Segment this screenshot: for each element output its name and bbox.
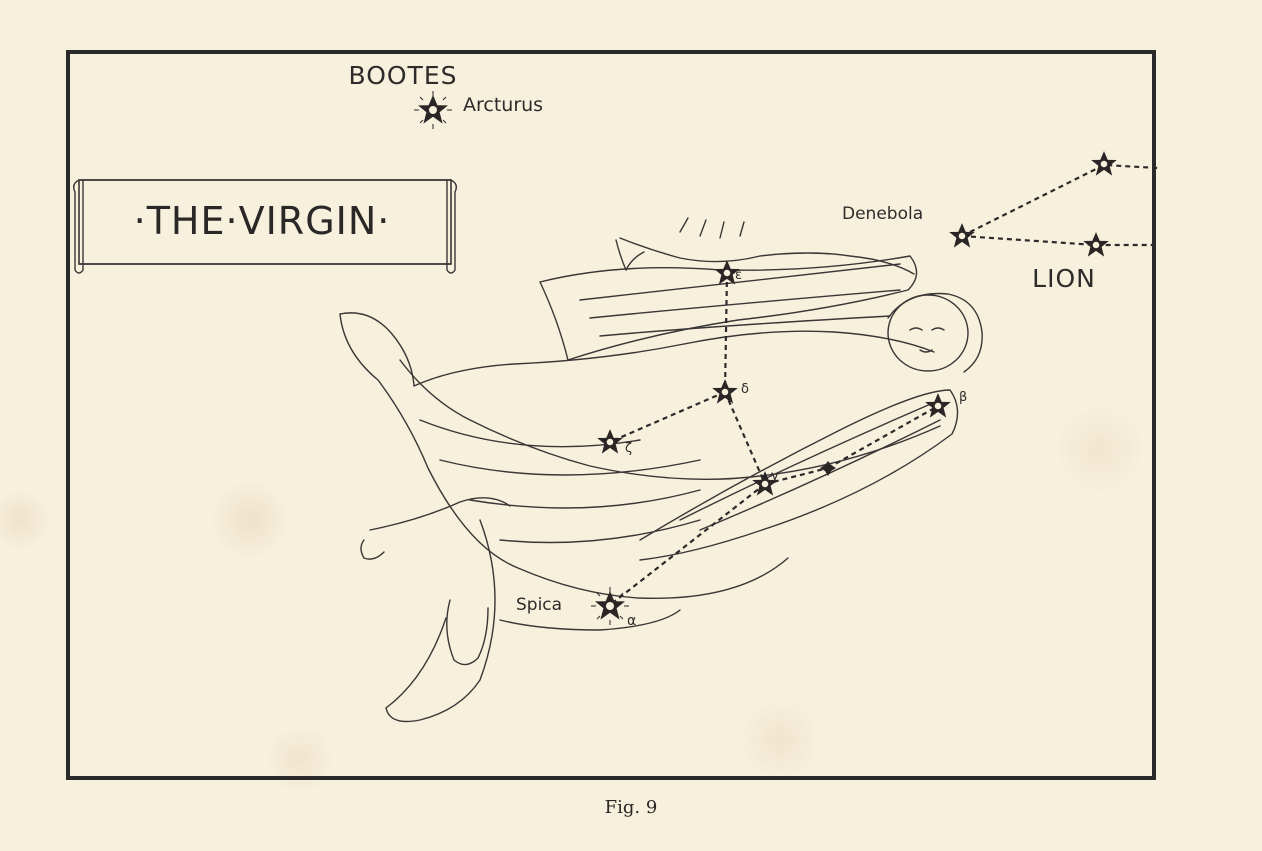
- arcturus-star-icon: [413, 90, 453, 130]
- bootes-label: BOOTES: [348, 61, 457, 90]
- arcturus-label: Arcturus: [463, 94, 543, 116]
- line-delta-zeta: [609, 390, 726, 444]
- spica-label: Spica: [516, 595, 562, 615]
- plate-title: ·THE·VIRGIN·: [133, 199, 391, 243]
- delta-star-icon: [712, 379, 738, 404]
- alpha-label: α: [627, 613, 636, 629]
- figure-caption: Fig. 9: [604, 797, 658, 818]
- eta-star-icon: [820, 461, 836, 476]
- virgin-figure: [339, 217, 983, 723]
- denebola-label: Denebola: [842, 204, 923, 224]
- line-lion-upper: [961, 163, 1159, 237]
- line-lion-lower: [961, 234, 1158, 247]
- denebola-star-icon: [949, 223, 975, 248]
- plate-border: [66, 50, 1156, 780]
- beta-label: β: [959, 390, 967, 405]
- zeta-star-icon: [597, 429, 623, 454]
- epsilon-label: ε: [735, 268, 742, 283]
- gamma-label: γ: [771, 469, 779, 484]
- zeta-label: ζ: [625, 441, 632, 456]
- lion-label: LION: [1032, 264, 1096, 293]
- lion-star-upper-icon: [1091, 151, 1117, 176]
- delta-label: δ: [741, 382, 749, 397]
- lion-star-lower-icon: [1083, 232, 1109, 257]
- constellation-lines: [609, 163, 1159, 606]
- line-gamma-alpha: [609, 483, 766, 606]
- line-epsilon-delta: [723, 272, 729, 393]
- title-scroll: [72, 179, 458, 274]
- line-delta-gamma: [723, 391, 767, 485]
- line-eta-beta: [827, 405, 939, 469]
